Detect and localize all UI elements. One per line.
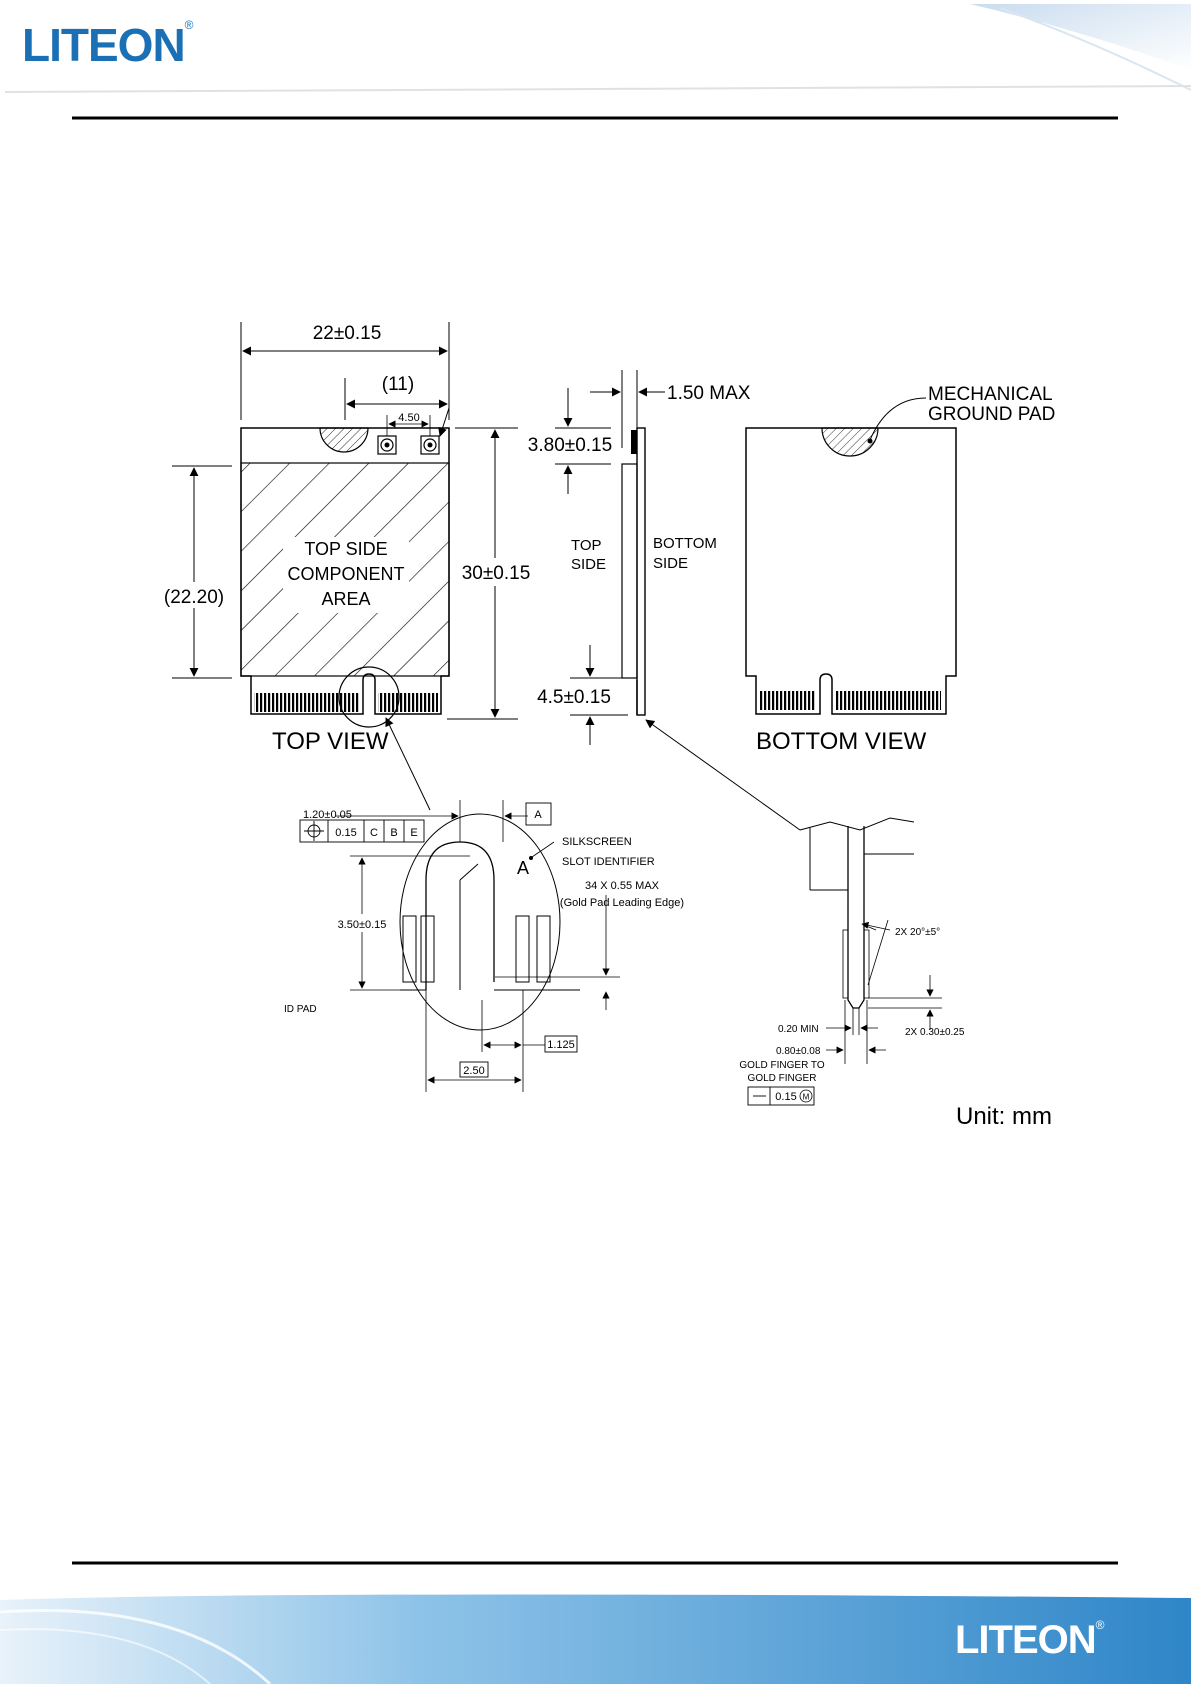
liteon-logo-footer: LITEON® <box>955 1618 1105 1662</box>
top-view <box>160 322 533 728</box>
liteon-logo-header: LITEON® <box>22 18 194 71</box>
dim-four-five-label-bg <box>530 684 620 710</box>
dim-four-five: 4.5±0.15 <box>537 687 611 708</box>
edge-eighty: 0.80±0.08 <box>776 1046 821 1057</box>
detail-three-fifty: 3.50±0.15 <box>338 919 387 931</box>
ground-pad-line-2: GROUND PAD <box>928 404 1055 425</box>
max-material-icon <box>799 1089 813 1103</box>
edge-angle: 2X 20°±5° <box>895 927 940 938</box>
registered-icon: ® <box>184 18 194 32</box>
gold-pad-line-2: (Gold Pad Leading Edge) <box>560 897 684 909</box>
side-bottom-line-1: BOTTOM <box>653 535 717 552</box>
max-material-symbol: M <box>803 1093 810 1102</box>
silkscreen-line-2: SLOT IDENTIFIER <box>562 856 655 868</box>
tol-datum-c: C <box>370 827 378 839</box>
component-area-label-bg <box>283 537 409 613</box>
dim-component-height: (22.20) <box>164 587 224 608</box>
flatness-tolerance-frame: M <box>747 1086 815 1106</box>
side-top-line-2: SIDE <box>571 556 606 573</box>
detail-two-fifty: 2.50 <box>463 1065 484 1077</box>
side-view <box>530 370 665 745</box>
antenna-connector-icon <box>420 435 440 455</box>
component-area-line-3: AREA <box>321 589 370 609</box>
tol-datum-b: B <box>390 827 397 839</box>
silkscreen-line-1: SILKSCREEN <box>562 836 632 848</box>
tol-position: 0.15 <box>335 827 356 839</box>
antenna-connector-icon <box>377 435 397 455</box>
detail-a-marker: A <box>517 858 529 878</box>
dim-component-label-bg <box>160 582 228 608</box>
edge-chamfer: 2X 0.30±0.25 <box>905 1027 965 1038</box>
gold-finger-line-1: GOLD FINGER TO <box>739 1060 824 1071</box>
dim-height-label-bg <box>458 558 533 586</box>
top-view-label: TOP VIEW <box>272 728 389 755</box>
position-symbol-icon <box>304 821 324 841</box>
detail-one-one-two-five: 1.125 <box>547 1039 575 1051</box>
header-swoosh <box>4 4 1191 93</box>
bottom-view-label: BOTTOM VIEW <box>756 728 927 755</box>
edge-min: 0.20 MIN <box>778 1024 819 1035</box>
flatness-value: 0.15 <box>775 1091 796 1103</box>
dim-three-fifty-label-bg <box>332 914 392 932</box>
datum-a: A <box>534 809 542 821</box>
detail-one-twenty: 1.20±0.05 <box>303 809 352 821</box>
dim-eleven: (11) <box>382 374 414 395</box>
component-area-line-2: COMPONENT <box>288 564 405 584</box>
registered-icon: ® <box>1095 1618 1105 1632</box>
tol-datum-e: E <box>410 827 417 839</box>
dim-width: 22±0.15 <box>313 323 382 344</box>
component-area-line-1: TOP SIDE <box>304 539 387 559</box>
gold-pad-line-1: 34 X 0.55 MAX <box>585 880 660 892</box>
dim-four-fifty: 4.50 <box>398 412 419 424</box>
ground-pad-line-1: MECHANICAL <box>928 384 1053 405</box>
dim-thickness: 1.50 MAX <box>667 383 751 404</box>
position-tolerance-frame <box>299 819 425 843</box>
side-top-line-1: TOP <box>571 537 602 554</box>
gold-finger-line-2: GOLD FINGER <box>748 1073 817 1084</box>
key-detail <box>299 800 620 1092</box>
bottom-view <box>745 397 957 715</box>
unit-label: Unit: mm <box>956 1103 1052 1130</box>
dim-three-eighty: 3.80±0.15 <box>528 435 612 456</box>
dim-height: 30±0.15 <box>462 563 531 584</box>
side-bottom-line-2: SIDE <box>653 555 688 572</box>
detail-partial-label: ID PAD <box>284 1004 317 1015</box>
edge-detail: M <box>747 817 942 1106</box>
footer-band <box>0 1594 1191 1684</box>
